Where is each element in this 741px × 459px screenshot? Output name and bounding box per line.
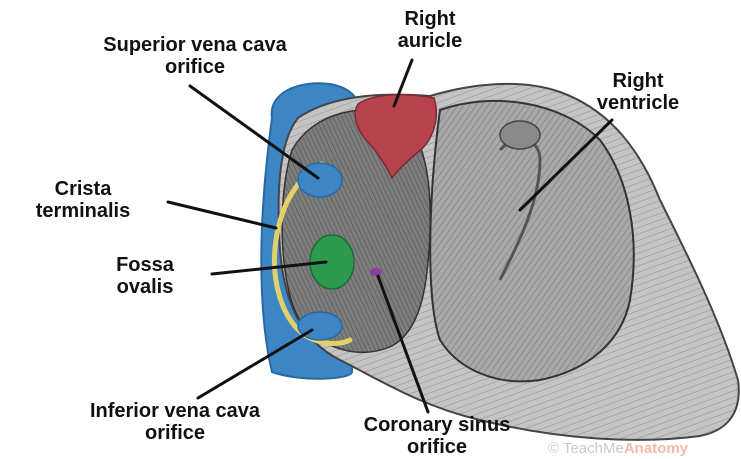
watermark-brand: Anatomy — [624, 440, 688, 457]
copyright-icon: © — [548, 440, 559, 457]
watermark: © TeachMeAnatomy — [548, 440, 688, 457]
label-fossa-ovalis: Fossa ovalis — [100, 254, 190, 298]
label-right-auricle: Right auricle — [380, 8, 480, 52]
label-line: Coronary sinus — [322, 414, 552, 436]
muscle-knob — [500, 121, 540, 149]
label-line: Right — [588, 70, 688, 92]
label-line: orifice — [30, 422, 320, 444]
label-line: ventricle — [588, 92, 688, 114]
label-line: orifice — [55, 56, 335, 78]
label-line: ovalis — [100, 276, 190, 298]
label-inferior-vena-cava: Inferior vena cava orifice — [30, 400, 320, 444]
label-line: terminalis — [8, 200, 158, 222]
label-line: Right — [380, 8, 480, 30]
label-line: Crista — [8, 178, 158, 200]
label-line: Inferior vena cava — [30, 400, 320, 422]
label-line: Superior vena cava — [55, 34, 335, 56]
coronary-sinus-orifice-shape — [370, 268, 382, 276]
label-right-ventricle: Right ventricle — [588, 70, 688, 114]
label-coronary-sinus: Coronary sinus orifice — [322, 414, 552, 458]
label-superior-vena-cava: Superior vena cava orifice — [55, 34, 335, 78]
watermark-prefix: TeachMe — [563, 440, 624, 457]
label-line: Fossa — [100, 254, 190, 276]
label-line: orifice — [322, 436, 552, 458]
leader-crista — [168, 202, 276, 228]
label-crista-terminalis: Crista terminalis — [8, 178, 158, 222]
label-line: auricle — [380, 30, 480, 52]
